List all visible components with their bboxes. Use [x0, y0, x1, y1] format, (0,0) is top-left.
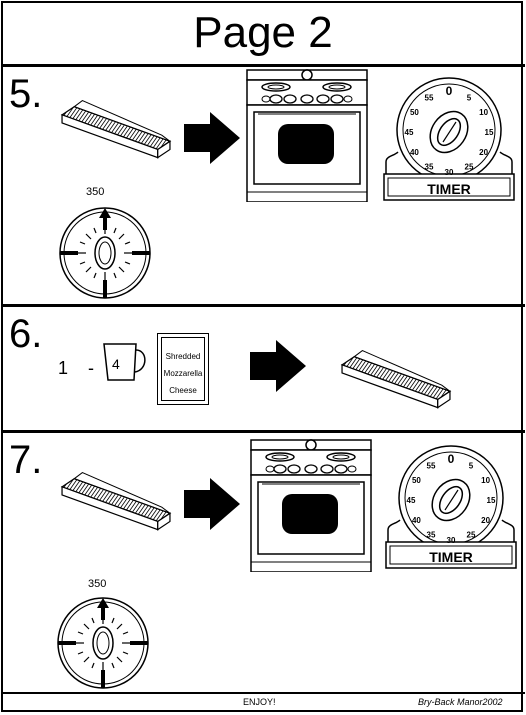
- timer-number: 40: [412, 516, 421, 525]
- timer-number: 5: [467, 93, 472, 102]
- cheese-bag-icon: Shredded Mozzarella Cheese: [157, 333, 209, 405]
- timer-number: 20: [481, 516, 490, 525]
- timer-number: 10: [481, 476, 490, 485]
- oven-icon: [250, 438, 372, 572]
- timer-number: 10: [479, 108, 488, 117]
- page-title: Page 2: [193, 8, 333, 57]
- footer-credit: Bry-Back Manor2002: [418, 697, 503, 707]
- timer-number: 35: [427, 531, 436, 540]
- oven-icon: [246, 68, 368, 202]
- bag-line: Mozzarella: [163, 369, 203, 378]
- divider: [1, 692, 525, 694]
- oven-dial-icon: [56, 596, 150, 690]
- timer-number: 25: [465, 163, 474, 172]
- timer-number: 55: [427, 461, 436, 470]
- timer-icon: 55 0 5 10 15 20 25 30 35 40 45 50 TIMER: [380, 76, 518, 208]
- timer-number: 30: [445, 168, 454, 177]
- measuring-cup-icon: 4: [102, 340, 150, 384]
- measure-dash: -: [88, 358, 94, 378]
- timer-number: 50: [410, 108, 419, 117]
- step-7-number: 7.: [9, 438, 43, 482]
- timer-number: 20: [479, 148, 488, 157]
- timer-label: TIMER: [427, 181, 471, 197]
- arrow-right-icon: [248, 338, 308, 394]
- bag-line: Shredded: [165, 352, 201, 361]
- timer-dial-numbers: 55 0 5 10 15 20 25 30 35 40 45 50: [407, 452, 496, 545]
- arrow-right-icon: [182, 110, 242, 166]
- bag-line: Cheese: [169, 386, 197, 395]
- timer-number: 0: [448, 452, 455, 466]
- timer-number: 15: [485, 128, 494, 137]
- footer-enjoy: ENJOY!: [243, 697, 276, 707]
- baking-dish-icon: [60, 88, 172, 160]
- measure-amount: 1: [58, 358, 69, 378]
- baking-dish-icon: [60, 460, 172, 532]
- cup-fraction: 4: [112, 356, 120, 372]
- baking-dish-icon: [340, 338, 452, 410]
- divider: [1, 64, 525, 67]
- timer-number: 40: [410, 148, 419, 157]
- timer-label: TIMER: [429, 549, 473, 565]
- temperature-label: 350: [86, 186, 105, 198]
- timer-number: 5: [469, 461, 474, 470]
- temperature-label: 350: [88, 578, 107, 590]
- timer-number: 0: [446, 84, 453, 98]
- timer-number: 45: [407, 496, 416, 505]
- timer-number: 50: [412, 476, 421, 485]
- step-6-number: 6.: [9, 312, 43, 356]
- divider: [1, 304, 525, 307]
- timer-number: 45: [405, 128, 414, 137]
- divider: [1, 430, 525, 433]
- step-5-number: 5.: [9, 72, 43, 116]
- timer-number: 30: [447, 536, 456, 545]
- timer-number: 35: [425, 163, 434, 172]
- timer-dial-numbers: 55 0 5 10 15 20 25 30 35 40 45 50: [405, 84, 494, 177]
- timer-icon: 55 0 5 10 15 20 25 30 35 40 45 50 TIMER: [382, 444, 520, 576]
- arrow-right-icon: [182, 476, 242, 532]
- timer-number: 15: [487, 496, 496, 505]
- timer-number: 55: [425, 93, 434, 102]
- timer-number: 25: [467, 531, 476, 540]
- oven-dial-icon: [58, 206, 152, 300]
